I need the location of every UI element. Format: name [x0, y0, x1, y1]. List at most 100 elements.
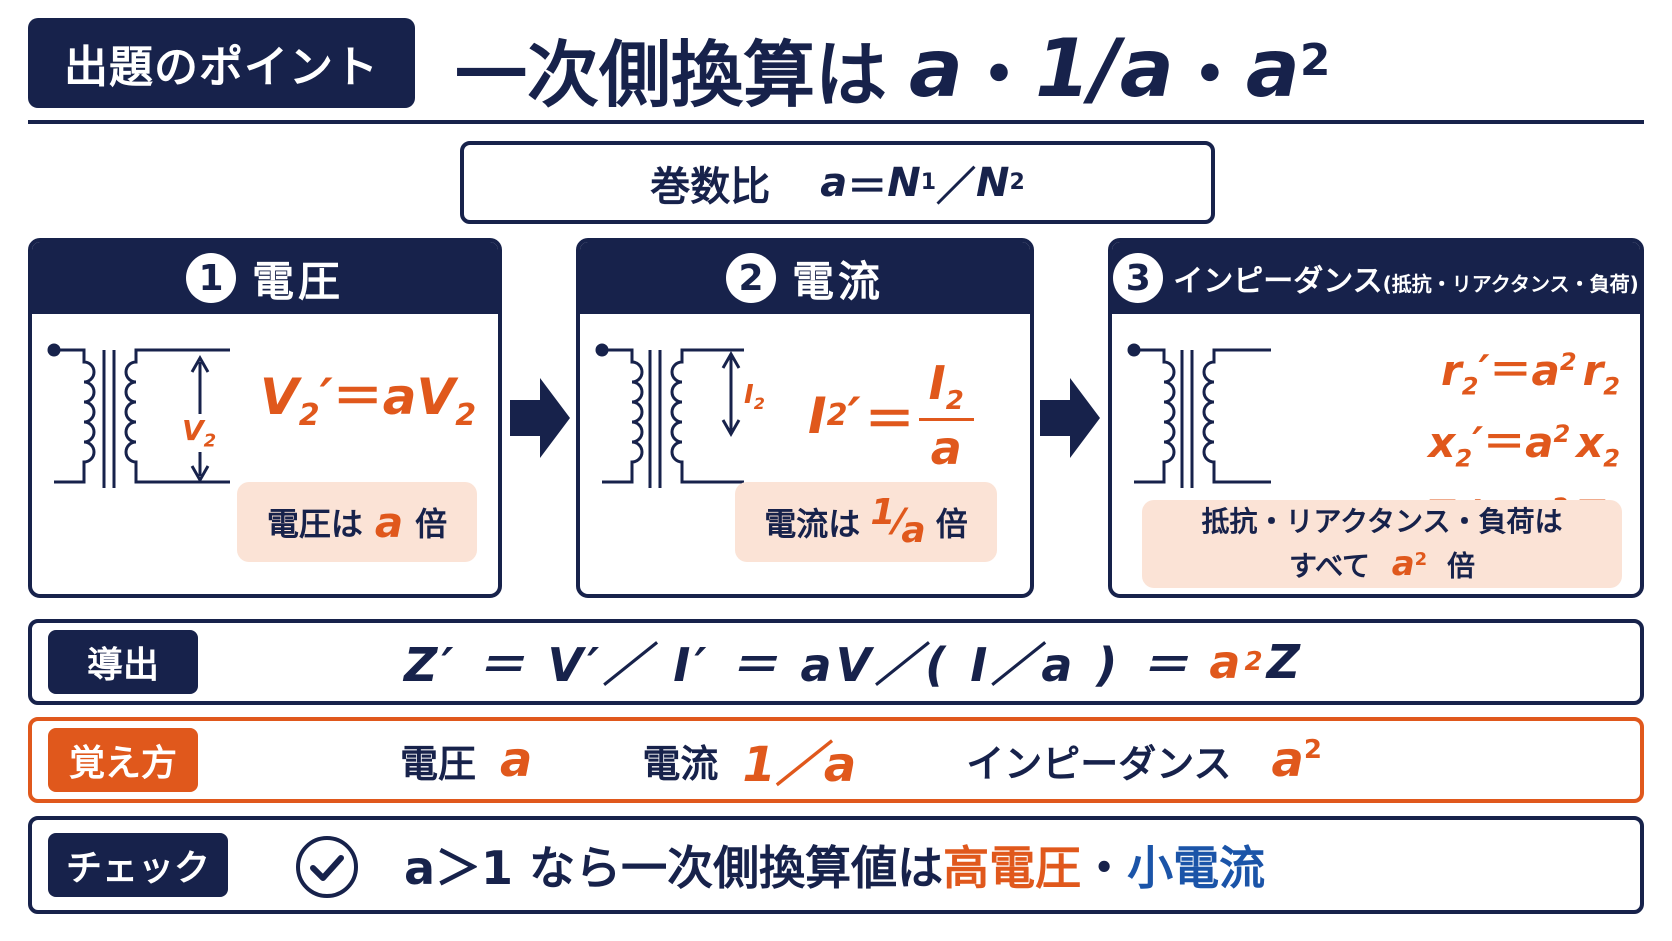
- ratio-eq: ＝: [847, 163, 888, 210]
- eq-sign: ＝: [1489, 346, 1532, 395]
- ratio-a: a: [820, 159, 848, 206]
- ratio-n1-sub: 1: [920, 170, 936, 195]
- coil-current-label: I2: [744, 380, 765, 413]
- panel-title: 電流: [791, 256, 884, 306]
- check-row: チェック a＞1 なら一次側換算値は 高電圧 ・ 小電流: [28, 816, 1644, 914]
- coil-label: I: [744, 380, 754, 410]
- section-badge: 出題のポイント: [28, 18, 415, 108]
- memo-voltage-label: 電圧: [400, 741, 477, 786]
- coil-voltage-label: V2: [180, 414, 219, 452]
- note-hl-num: 1: [870, 491, 896, 533]
- voltage-note: 電圧は a 倍: [237, 482, 477, 562]
- derivation-tail: Z: [1266, 635, 1304, 689]
- formula-lhs: V: [260, 368, 299, 426]
- note-suffix: 倍: [415, 505, 448, 543]
- note-highlight-sup: 2: [1414, 548, 1428, 570]
- arrow-right-icon: [510, 378, 570, 458]
- formula-prime: ′: [847, 386, 861, 445]
- note-text: すべて: [1289, 549, 1370, 583]
- panel-header: 2 電流: [580, 242, 1030, 314]
- check-dot: ・: [1081, 841, 1128, 895]
- eq-rhs-sup: 2: [1553, 420, 1571, 449]
- current-note: 電流は 1⁄a 倍: [735, 482, 997, 562]
- impedance-note: 抵抗・リアクタンス・負荷は すべて a2 倍: [1142, 500, 1622, 588]
- coil-label-sub: 2: [753, 394, 765, 414]
- formula-prime: ′: [319, 368, 333, 426]
- panel-title-main: インピーダンス: [1173, 264, 1383, 299]
- fraction-numerator-sub: 2: [945, 386, 964, 417]
- eq-prime: ′: [1478, 346, 1490, 395]
- eq-rhs-sup: 2: [1559, 348, 1577, 376]
- formula-eq: ＝: [332, 368, 383, 426]
- memo-current-value: 1／a: [742, 737, 857, 793]
- note-highlight: a: [374, 497, 404, 547]
- panel-title: 電圧: [251, 256, 344, 306]
- eq-lhs: x: [1428, 418, 1456, 468]
- panel-header: 1 電圧: [32, 242, 498, 314]
- note-hl-den: a: [901, 509, 926, 551]
- check-statement: a＞1 なら一次側換算値は: [404, 841, 944, 895]
- formula-eq: ＝: [864, 390, 915, 449]
- panel-header: 3 インピーダンス(抵抗・リアクタンス・負荷): [1112, 242, 1640, 314]
- ratio-label: 巻数比: [650, 163, 771, 210]
- panel-title-sub: (抵抗・リアクタンス・負荷): [1382, 272, 1639, 296]
- eq-sign: ＝: [1483, 418, 1526, 468]
- formula-fraction: I2 a: [918, 360, 974, 476]
- title-dot: ・: [1173, 32, 1246, 117]
- fraction-denominator: a: [930, 421, 962, 476]
- check-low-current: 小電流: [1127, 841, 1266, 895]
- memo-current-label: 電流: [642, 741, 719, 786]
- arrow-right-icon: [1040, 378, 1100, 458]
- check-tag: チェック: [48, 833, 228, 897]
- eq-rhs: a: [1525, 418, 1554, 468]
- formula-lhs-sub: 2: [298, 398, 320, 433]
- title-a-squared: a: [1245, 21, 1300, 115]
- memo-impedance-value: a: [1271, 732, 1304, 788]
- number-badge: 1: [185, 253, 236, 303]
- formula-lhs: I: [808, 386, 827, 445]
- fraction-numerator: I: [928, 356, 946, 410]
- title-a: a: [909, 21, 963, 115]
- header-divider: [28, 120, 1644, 124]
- formula-rhs: aV: [382, 368, 456, 426]
- memo-voltage-value: a: [500, 732, 533, 788]
- transformer-icon: [595, 343, 744, 488]
- ratio-n2: N: [976, 159, 1010, 206]
- transformer-icon: [47, 343, 230, 488]
- derivation-text: Z′ ＝ V′／ I′ ＝ aV／( I／a ) ＝: [404, 638, 1192, 692]
- ratio-n1: N: [887, 159, 921, 206]
- title-dot: ・: [963, 32, 1036, 117]
- ratio-n2-sub: 2: [1009, 170, 1025, 195]
- eq-lhs-sub: 2: [1461, 372, 1479, 401]
- ratio-slash: ／: [936, 163, 976, 210]
- title-inverse-a: 1/a: [1035, 21, 1174, 115]
- check-circle-icon: [296, 836, 358, 898]
- panel-voltage: 1 電圧 V2 V2′＝aV2 電圧は a 倍: [28, 238, 502, 598]
- eq-lhs: r: [1441, 346, 1462, 395]
- memo-impedance-sup: 2: [1303, 735, 1322, 765]
- note-line-2: すべて a2 倍: [1289, 541, 1475, 585]
- eq-rhs: a: [1531, 346, 1560, 395]
- title-text: 一次側換算は: [455, 32, 888, 117]
- memo-tag: 覚え方: [48, 728, 198, 792]
- note-suffix: 倍: [1446, 549, 1475, 583]
- title-superscript: 2: [1299, 34, 1331, 86]
- derivation-highlight-sup: 2: [1244, 647, 1267, 677]
- check-high-voltage: 高電圧: [943, 841, 1082, 895]
- voltage-formula: V2′＝aV2: [260, 357, 476, 433]
- formula-rhs-sub: 2: [455, 398, 477, 433]
- eq-var-sub: 2: [1603, 444, 1620, 473]
- eq-prime: ′: [1472, 418, 1484, 468]
- coil-label-sub: 2: [203, 430, 217, 452]
